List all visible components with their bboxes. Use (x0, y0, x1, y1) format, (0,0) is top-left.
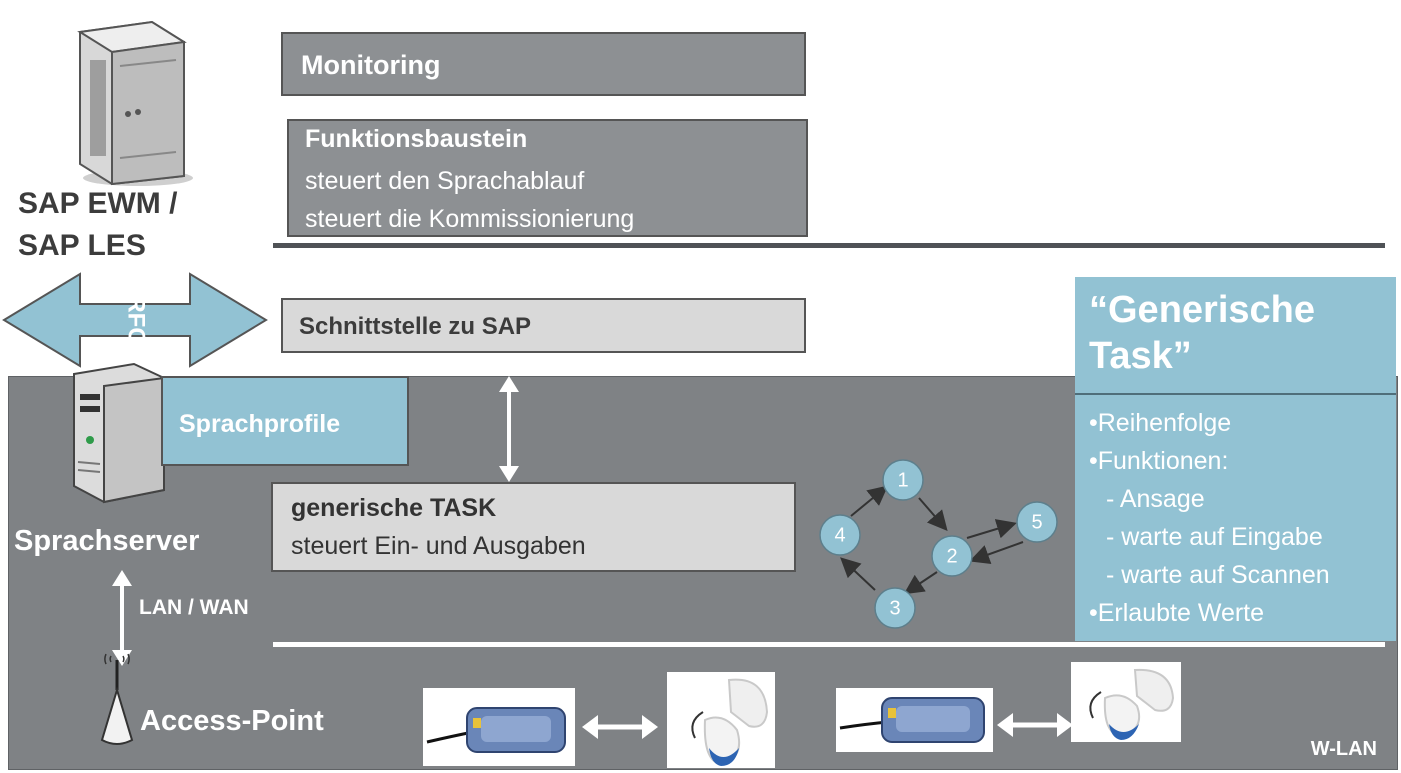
monitoring-label: Monitoring (301, 50, 441, 80)
generic-task-panel-header: “Generische Task” (1075, 277, 1396, 393)
voice-terminal-image (836, 688, 993, 752)
funktionsbaustein-box: Funktionsbaustein steuert den Sprachabla… (287, 119, 808, 237)
voice-terminal-icon (426, 707, 566, 753)
flow-node-4-label: 4 (834, 524, 845, 546)
generic-task-item: - warte auf Scannen (1099, 561, 1330, 589)
rfc-double-arrow: RFC (2, 272, 268, 368)
sap-system-label: SAP EWM / SAP LES (18, 183, 177, 267)
flow-node-4: 4 (819, 514, 861, 556)
wireless-link-arrow (582, 715, 658, 739)
scanner-image (667, 672, 775, 768)
ring-scanner-icon (691, 678, 769, 766)
flow-node-1-label: 1 (897, 469, 908, 491)
sprachserver-label: Sprachserver (14, 525, 200, 557)
monitoring-box: Monitoring (281, 32, 806, 96)
ring-scanner-icon (1089, 668, 1175, 740)
sap-server-icon (77, 20, 193, 186)
sap-label-line1: SAP EWM / (18, 187, 178, 220)
flow-node-5: 5 (1016, 501, 1058, 543)
schnittstelle-label: Schnittstelle zu SAP (299, 313, 532, 340)
funktionsbaustein-line1: steuert den Sprachablauf (305, 167, 585, 195)
generic-task-title: generische TASK (291, 494, 497, 522)
separator-line-bottom (273, 642, 1385, 647)
edge-4-1 (850, 485, 889, 517)
edge-3-4 (840, 557, 876, 591)
access-point-label: Access-Point (140, 705, 324, 737)
generic-task-item: •Reihenfolge (1089, 409, 1232, 437)
sprachserver-icon (73, 362, 165, 504)
flow-node-2: 2 (931, 535, 973, 577)
flow-node-3: 3 (874, 587, 916, 629)
sprachprofile-box: Sprachprofile (161, 376, 409, 466)
generic-task-panel-title-line2: Task” (1089, 335, 1192, 377)
funktionsbaustein-title: Funktionsbaustein (305, 125, 528, 153)
wlan-label: W-LAN (1310, 738, 1377, 760)
generic-task-item: •Erlaubte Werte (1089, 599, 1265, 627)
flow-node-3-label: 3 (889, 597, 900, 619)
funktionsbaustein-line2: steuert die Kommissionierung (305, 205, 635, 233)
edge-5-2 (969, 541, 1024, 564)
generic-task-panel-title-line1: “Generische (1089, 289, 1315, 331)
edge-2-3 (903, 571, 938, 595)
voice-terminal-image (423, 688, 575, 766)
lan-wan-label: LAN / WAN (139, 596, 249, 619)
flow-node-5-label: 5 (1031, 511, 1042, 533)
generic-task-item: - warte auf Eingabe (1099, 523, 1323, 551)
schnittstelle-box: Schnittstelle zu SAP (281, 298, 806, 353)
rfc-label: RFC (123, 295, 150, 344)
flow-node-1: 1 (882, 459, 924, 501)
wireless-link-arrow (997, 713, 1073, 737)
edge-2-5 (966, 519, 1017, 539)
task-interface-arrow (499, 376, 519, 482)
edge-1-2 (918, 497, 948, 532)
generic-task-box: generische TASK steuert Ein- und Ausgabe… (271, 482, 796, 572)
sprachprofile-label: Sprachprofile (179, 410, 341, 438)
lan-wan-arrow (112, 570, 132, 666)
sap-label-line2: SAP LES (18, 229, 146, 262)
task-flow-graph: 1 2 3 4 5 (819, 459, 1058, 629)
generic-task-item: - Ansage (1099, 485, 1205, 513)
generic-task-item: •Funktionen: (1089, 447, 1229, 475)
flow-node-2-label: 2 (946, 545, 957, 567)
generic-task-line1: steuert Ein- und Ausgaben (291, 532, 586, 560)
voice-terminal-icon (839, 697, 985, 743)
generic-task-panel-body: •Reihenfolge •Funktionen: - Ansage - war… (1075, 393, 1396, 641)
scanner-image (1071, 662, 1181, 742)
access-point-icon (100, 653, 134, 745)
separator-line-top (273, 243, 1385, 248)
